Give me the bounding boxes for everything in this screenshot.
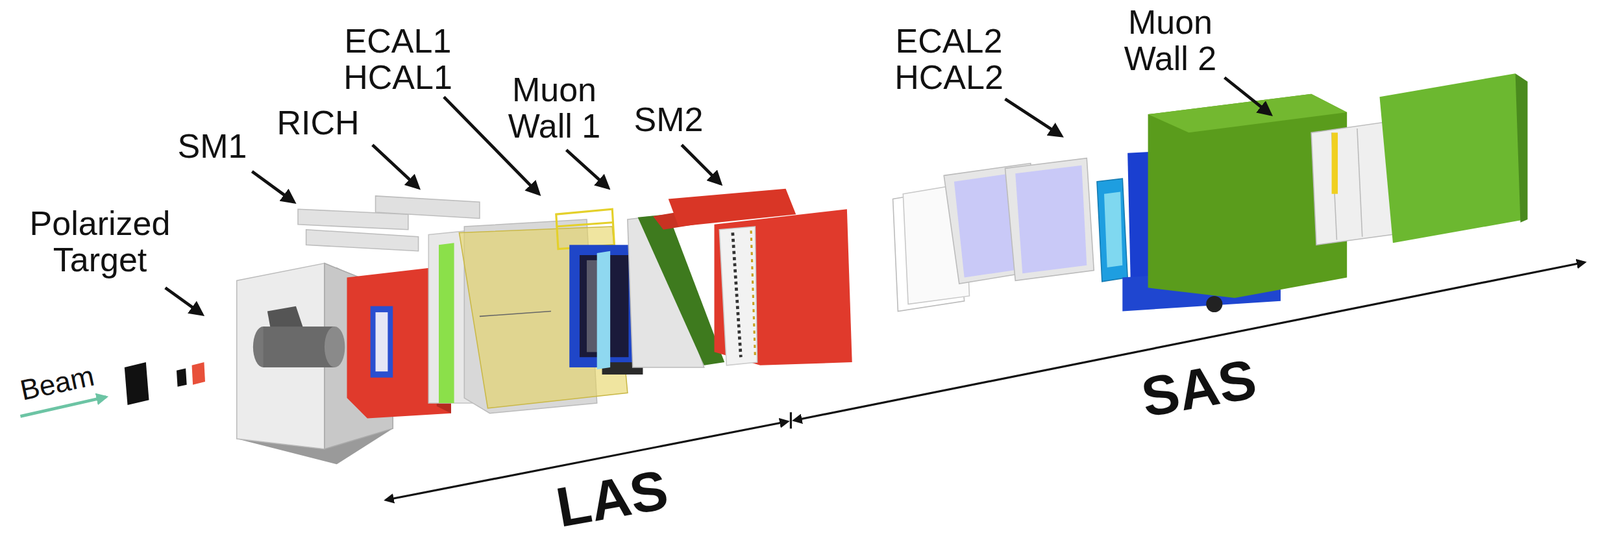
- beam-detector: [192, 362, 206, 385]
- detector-label: ECAL1 HCAL1: [343, 22, 453, 96]
- beam-detector: [176, 368, 187, 387]
- detector-label: Muon Wall 1: [493, 71, 615, 145]
- detector-label: RICH: [276, 104, 359, 141]
- detector-label: Muon Wall 2: [1109, 3, 1231, 77]
- detector-label: ECAL2 HCAL2: [894, 22, 1004, 96]
- region-label: LAS: [551, 459, 673, 539]
- sm2-magnet: [627, 188, 853, 368]
- rich-detector: [375, 196, 628, 414]
- beam-label: Beam: [17, 360, 97, 406]
- detector-label: SM1: [177, 127, 248, 165]
- leader-arrows: [165, 77, 1271, 315]
- detector-label: SM2: [634, 101, 704, 138]
- beam-detector: [124, 362, 150, 406]
- muon-wall-2: [1148, 73, 1528, 298]
- region-label: SAS: [1137, 348, 1261, 428]
- region-span-arrows: [385, 262, 1585, 500]
- detector-label: Polarized Target: [29, 205, 171, 278]
